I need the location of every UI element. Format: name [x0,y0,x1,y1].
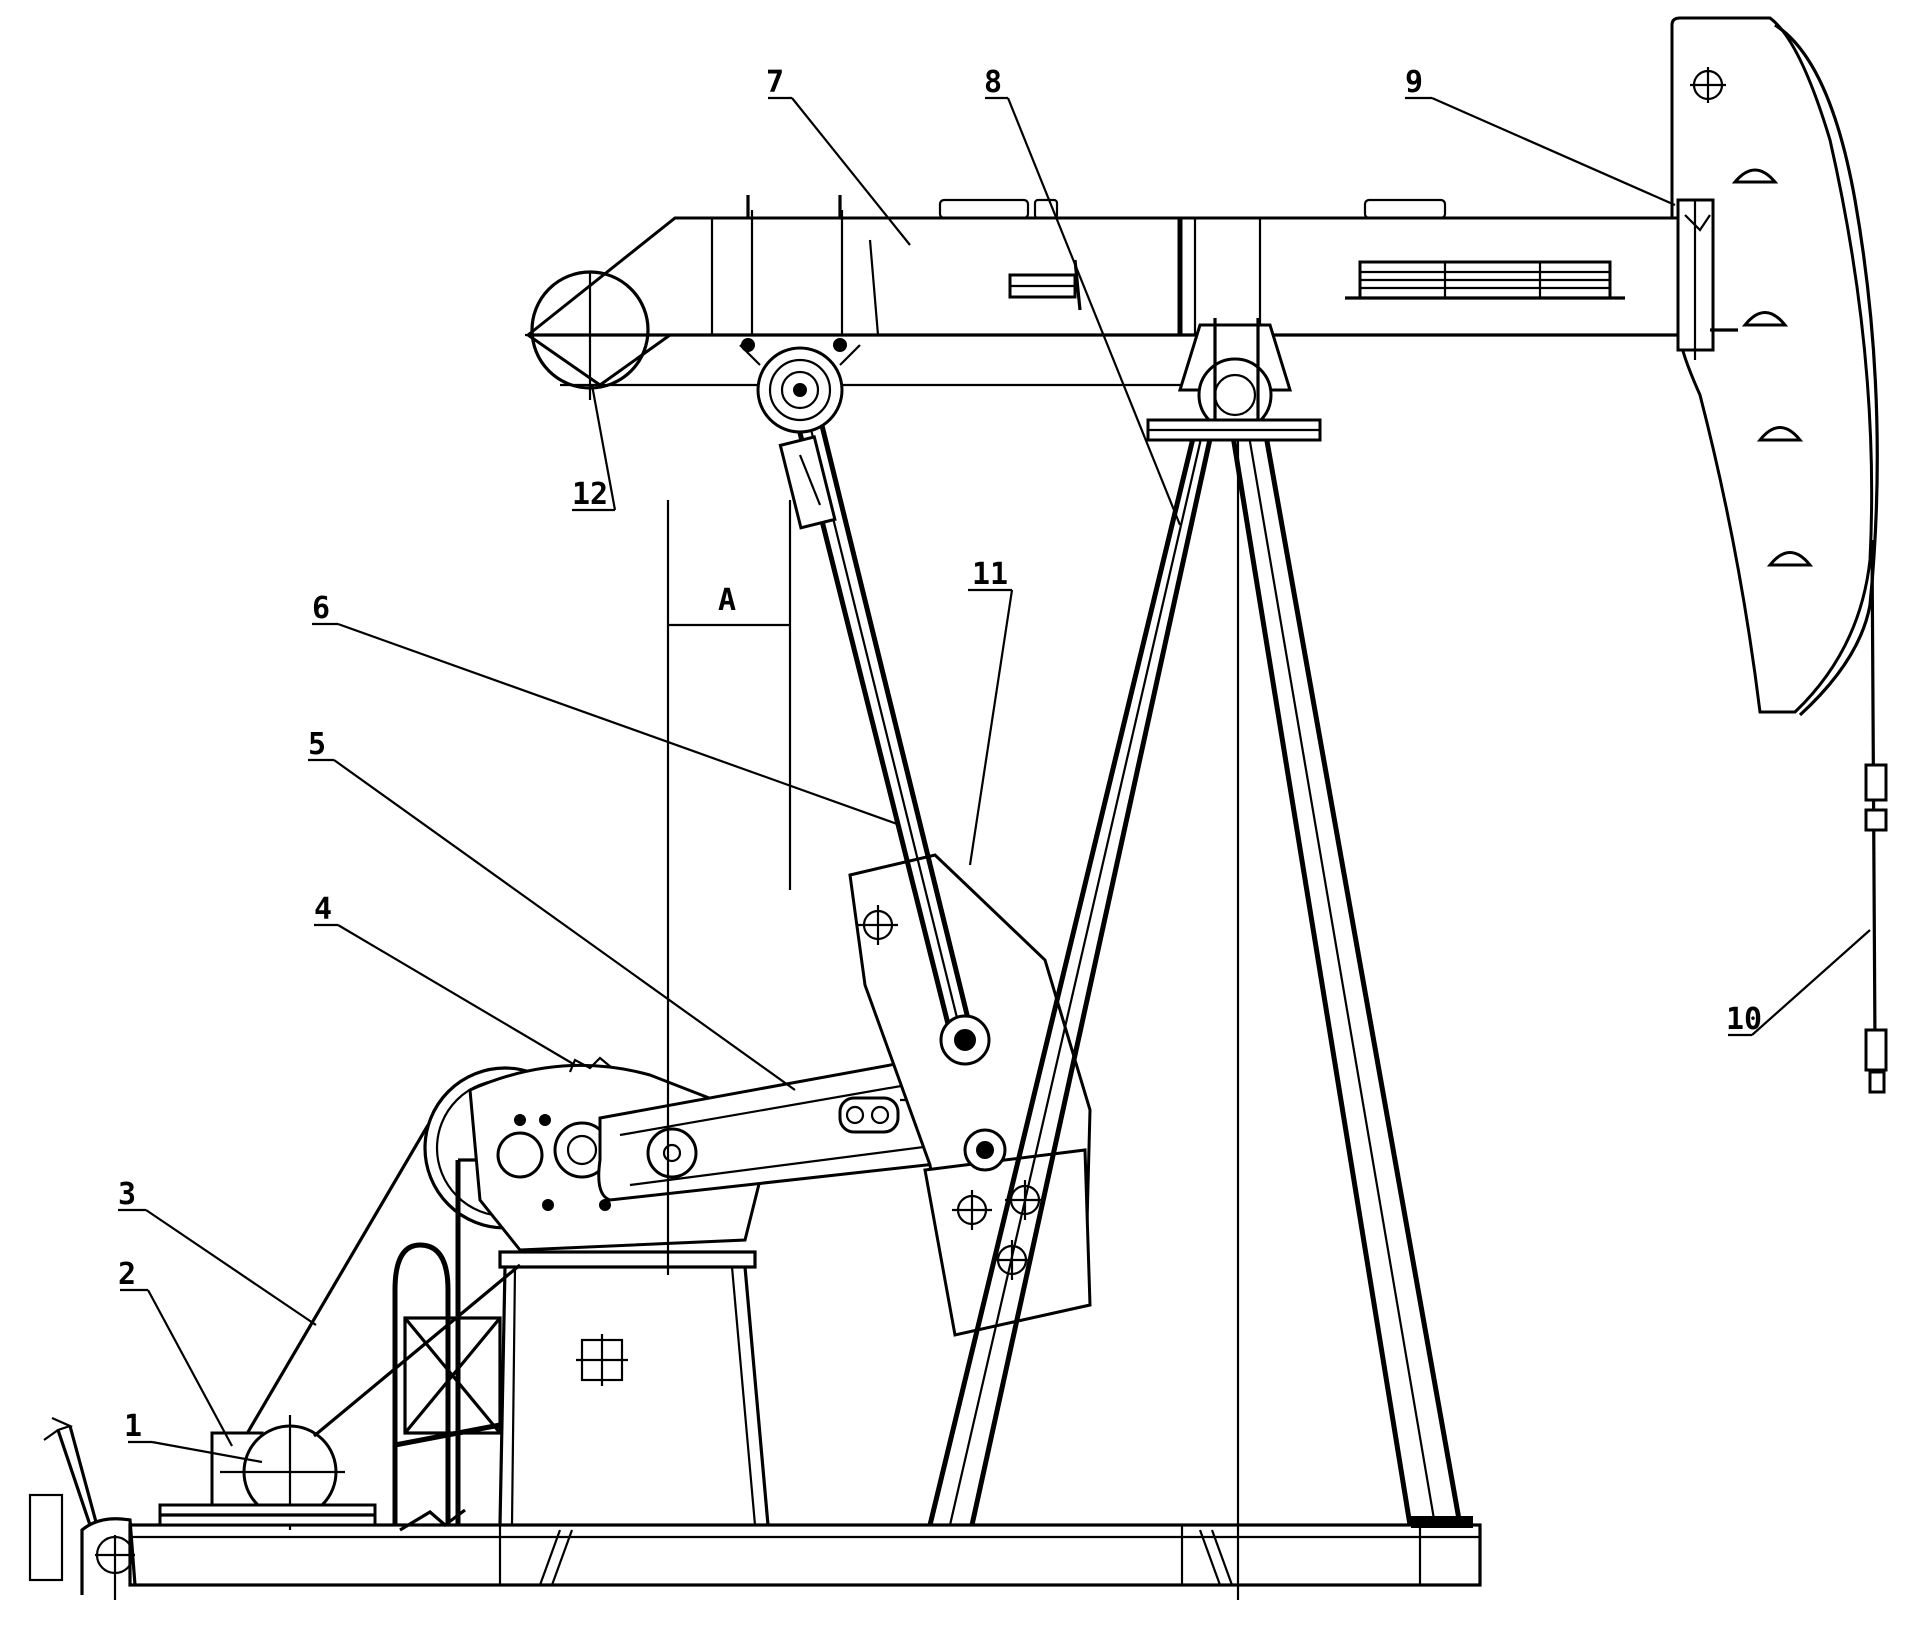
callout-labels: 1 2 3 4 5 6 7 8 9 10 11 12 [118,65,1762,1444]
callout-11: 11 [972,557,1008,592]
callout-4: 4 [314,892,332,927]
equalizer-bracket-icon [1008,259,1082,311]
callout-12: 12 [572,477,608,512]
callout-3: 3 [118,1177,136,1212]
equalizer-bearing [739,344,861,434]
callout-10: 10 [1726,1002,1762,1037]
callout-7: 7 [766,65,784,100]
callout-2: 2 [118,1257,136,1292]
callout-leaders [118,96,1871,1464]
walking-beam [525,195,1707,387]
base-frame [28,1416,1482,1600]
tail-bearing [525,270,660,400]
horse-head [1670,16,1879,717]
wireline-hanger [1864,539,1888,1094]
stand-window-icon [576,1334,628,1386]
callout-8: 8 [984,65,1002,100]
motor [158,1415,377,1530]
callout-1: 1 [124,1409,142,1444]
beam-grill-icon [1345,260,1625,300]
belt [246,1124,522,1438]
samson-post [927,429,1463,1600]
dimension-a: A [666,500,792,1275]
callout-6: 6 [312,591,330,626]
center-bearing [1146,318,1322,442]
crank-counterweight [848,853,1092,1337]
dimension-label: A [718,583,736,618]
callout-5: 5 [308,727,326,762]
callout-9: 9 [1405,65,1423,100]
pitman-rod [778,384,991,1066]
